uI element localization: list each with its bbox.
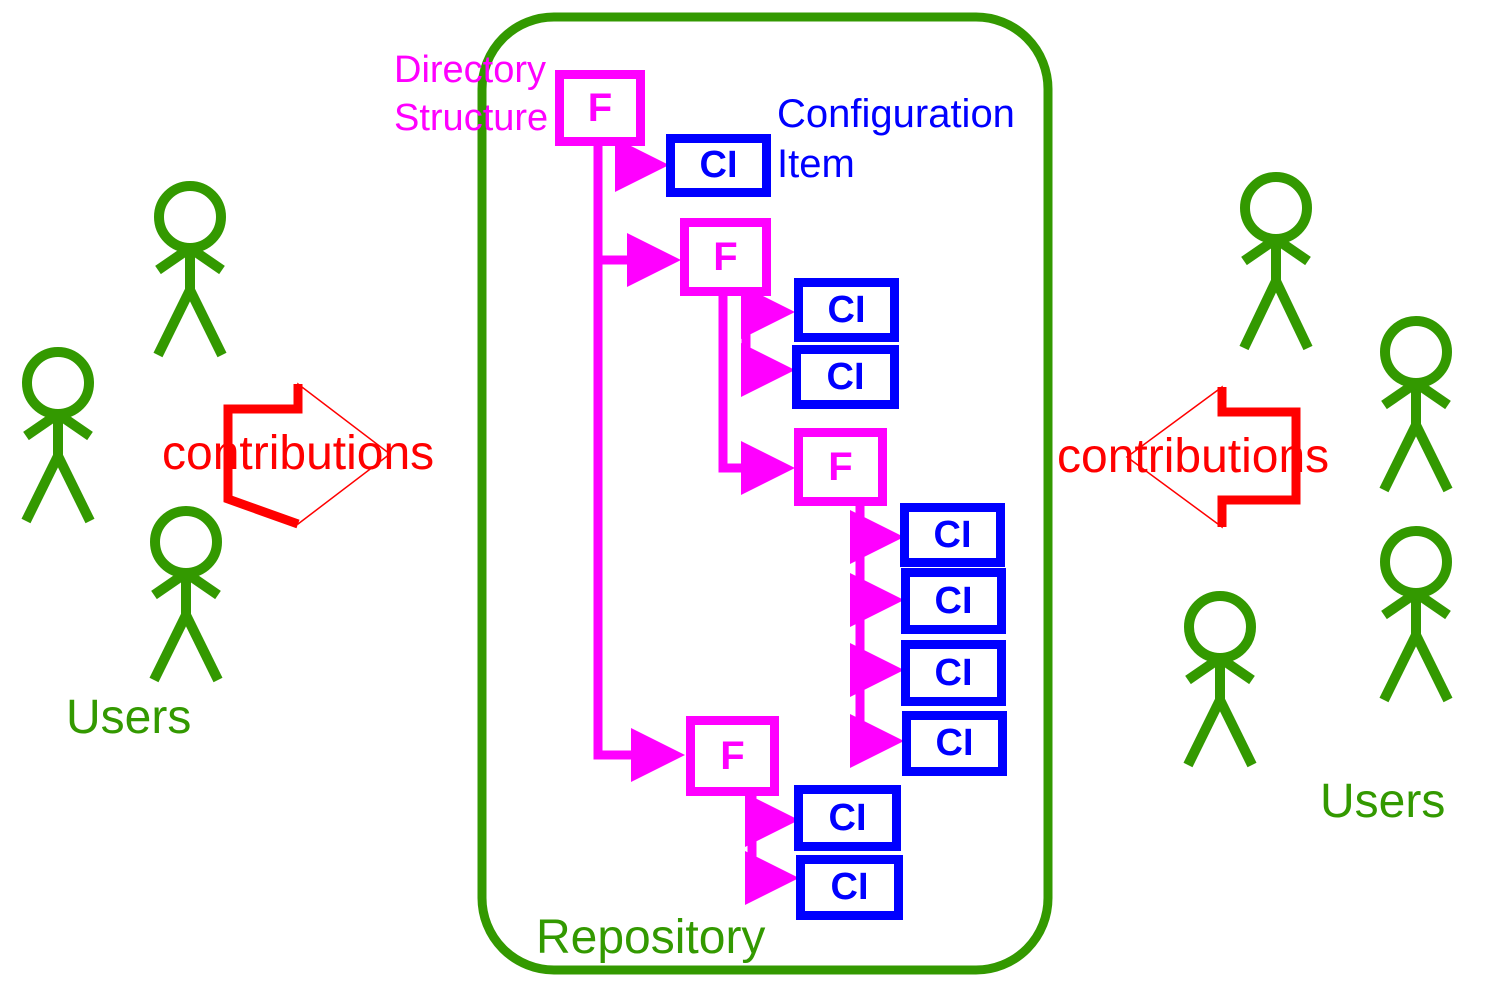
configuration-item-node: CI <box>901 568 1006 634</box>
user-figure-icon <box>153 181 227 358</box>
folder-node: F <box>686 716 779 796</box>
configuration-item-node: CI <box>902 711 1007 776</box>
directory-tree-connectors <box>593 138 904 905</box>
configuration-item-label: Configuration Item <box>777 89 1015 189</box>
users-label-right: Users <box>1320 775 1446 828</box>
user-figure-icon <box>21 347 95 524</box>
repository-label: Repository <box>536 911 766 964</box>
configuration-item-node: CI <box>792 345 899 409</box>
user-figure-icon <box>1183 591 1257 768</box>
contributions-label-left: contributions <box>162 427 435 480</box>
directory-label-line2: Structure <box>394 97 549 139</box>
configuration-item-node: CI <box>794 278 899 342</box>
repository-container <box>477 12 1053 975</box>
contribution-arrow-left <box>223 382 392 529</box>
user-figure-icon <box>1239 172 1313 351</box>
user-figure-icon <box>1379 526 1453 703</box>
directory-label-line1: Directory <box>394 49 547 91</box>
folder-node: F <box>794 428 887 506</box>
folder-node: F <box>680 218 771 296</box>
config-label-line2: Item <box>777 142 855 186</box>
configuration-item-node: CI <box>794 785 901 851</box>
user-figure-icon <box>149 506 223 683</box>
configuration-item-node: CI <box>666 134 771 197</box>
users-label-left: Users <box>66 691 192 744</box>
configuration-item-node: CI <box>900 503 1005 567</box>
config-label-line1: Configuration <box>777 92 1015 136</box>
folder-node: F <box>555 70 645 146</box>
directory-structure-label: Directory Structure <box>394 46 548 142</box>
user-figure-icon <box>1379 316 1453 493</box>
configuration-item-node: CI <box>901 640 1006 706</box>
configuration-item-node: CI <box>796 855 903 920</box>
contribution-arrow-right <box>1125 385 1301 529</box>
contributions-label-right: contributions <box>1057 430 1330 483</box>
